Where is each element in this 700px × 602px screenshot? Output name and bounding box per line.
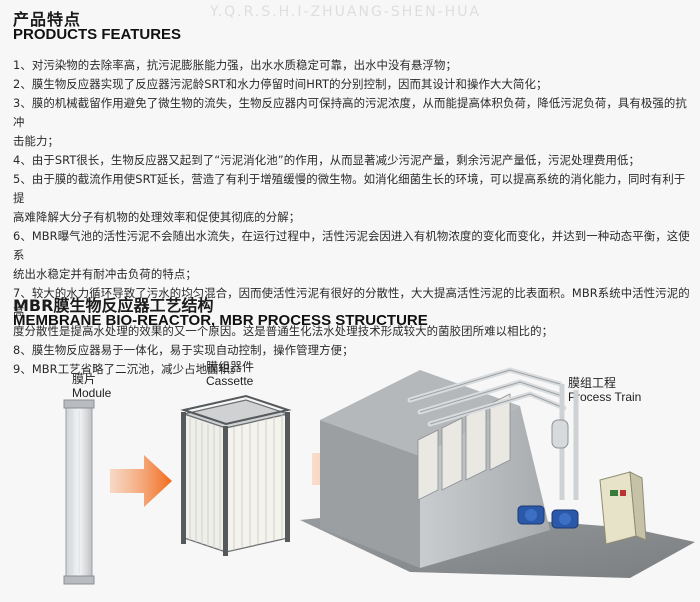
cassette-illustration [180, 394, 292, 556]
feature-item: 2、膜生物反应器实现了反应器污泥龄SRT和水力停留时间HRT的分别控制，因而其设… [13, 77, 548, 91]
feature-item: 9、MBR工艺省略了二沉池，减少占地面积。 [13, 362, 242, 376]
feature-item: 4、由于SRT很长，生物反应器又起到了“污泥消化池”的作用，从而显著减少污泥产量… [13, 153, 640, 167]
module-label: 膜片 Module [72, 372, 111, 400]
cassette-label-en: Cassette [206, 374, 254, 388]
train-label-cn: 膜组工程 [568, 376, 617, 390]
membrane-module-illustration [63, 399, 95, 585]
module-label-en: Module [72, 386, 112, 400]
process-title-cn: MBR膜生物反应器工艺结构 [13, 296, 214, 315]
features-list: 1、对污染物的去除率高，抗污泥膨胀能力强，出水水质稳定可靠，出水中没有悬浮物； … [13, 56, 693, 379]
feature-item: 6、MBR曝气池的活性污泥不会随出水流失，在运行过程中，活性污泥会因进入有机物浓… [13, 229, 690, 262]
feature-item: 8、膜生物反应器易于一体化，易于实现自动控制，操作管理方便； [13, 343, 354, 357]
module-label-cn: 膜片 [72, 372, 97, 386]
feature-item: 统出水稳定并有耐冲击负荷的特点； [13, 267, 197, 281]
feature-item: 5、由于膜的截流作用使SRT延长，营造了有利于增殖缓慢的微生物。如消化细菌生长的… [13, 172, 686, 205]
feature-item: 3、膜的机械截留作用避免了微生物的流失，生物反应器内可保持高的污泥浓度，从而能提… [13, 96, 687, 129]
ghost-header-text: Y.Q.R.S.H.I-ZHUANG-SHEN-HUA [210, 4, 482, 20]
train-label-en: Process Train [568, 390, 642, 404]
feature-item: 1、对污染物的去除率高，抗污泥膨胀能力强，出水水质稳定可靠，出水中没有悬浮物； [13, 58, 457, 72]
features-title-cn: 产品特点 [13, 10, 82, 29]
process-train-illustration [300, 367, 695, 578]
cassette-label: 膜组器件 Cassette [206, 360, 254, 388]
process-title-en: MEMBRANE BIO-REACTOR, MBR PROCESS STRUCT… [13, 312, 428, 329]
cassette-label-cn: 膜组器件 [206, 360, 255, 374]
feature-item: 度分散性是提高水处理的效果的又一个原因。这是普通生化法水处理技术形成较大的菌胶团… [13, 324, 554, 338]
train-label: 膜组工程 Process Train [568, 376, 641, 404]
features-title-en: PRODUCTS FEATURES [13, 26, 182, 43]
feature-item: 击能力； [13, 134, 59, 148]
feature-item: 高难降解大分子有机物的处理效率和促使其彻底的分解； [13, 210, 301, 224]
feature-item: 7、较大的水力循环导致了污水的均匀混合，因而使活性污泥有很好的分散性，大大提高活… [13, 286, 690, 319]
flow-arrow-1 [110, 455, 172, 507]
